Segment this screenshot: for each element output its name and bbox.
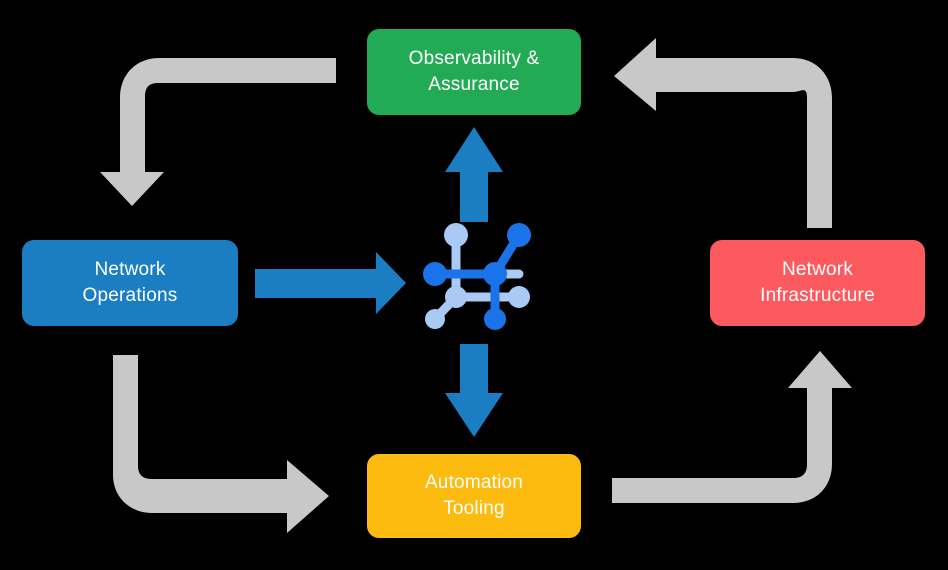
arrow-network-operations-to-hub — [255, 252, 406, 314]
arrow-network-operations-to-automation-tooling — [113, 355, 329, 533]
node-label-observability: Observability & Assurance — [408, 48, 540, 95]
node-box-network-operations[interactable]: Network Operations — [22, 240, 238, 326]
topology-nodes-primary — [423, 223, 531, 330]
node-box-observability[interactable]: Observability & Assurance — [367, 29, 581, 115]
node-label-network-infrastructure: Network Infrastructure — [760, 259, 875, 306]
node-label-network-operations: Network Operations — [82, 259, 178, 306]
topology-nodes-secondary — [425, 223, 530, 329]
arrow-observability-to-network-operations — [100, 58, 336, 206]
node-box-automation-tooling[interactable]: Automation Tooling — [367, 454, 581, 538]
network-topology-icon — [423, 223, 531, 330]
node-box-network-infrastructure[interactable]: Network Infrastructure — [710, 240, 925, 326]
arrow-hub-to-automation-tooling — [445, 344, 503, 437]
arrow-automation-tooling-to-network-infrastructure — [612, 351, 852, 503]
arrow-network-infrastructure-to-observability — [614, 38, 832, 228]
arrow-hub-to-observability — [445, 127, 503, 222]
node-label-automation-tooling: Automation Tooling — [424, 472, 524, 519]
